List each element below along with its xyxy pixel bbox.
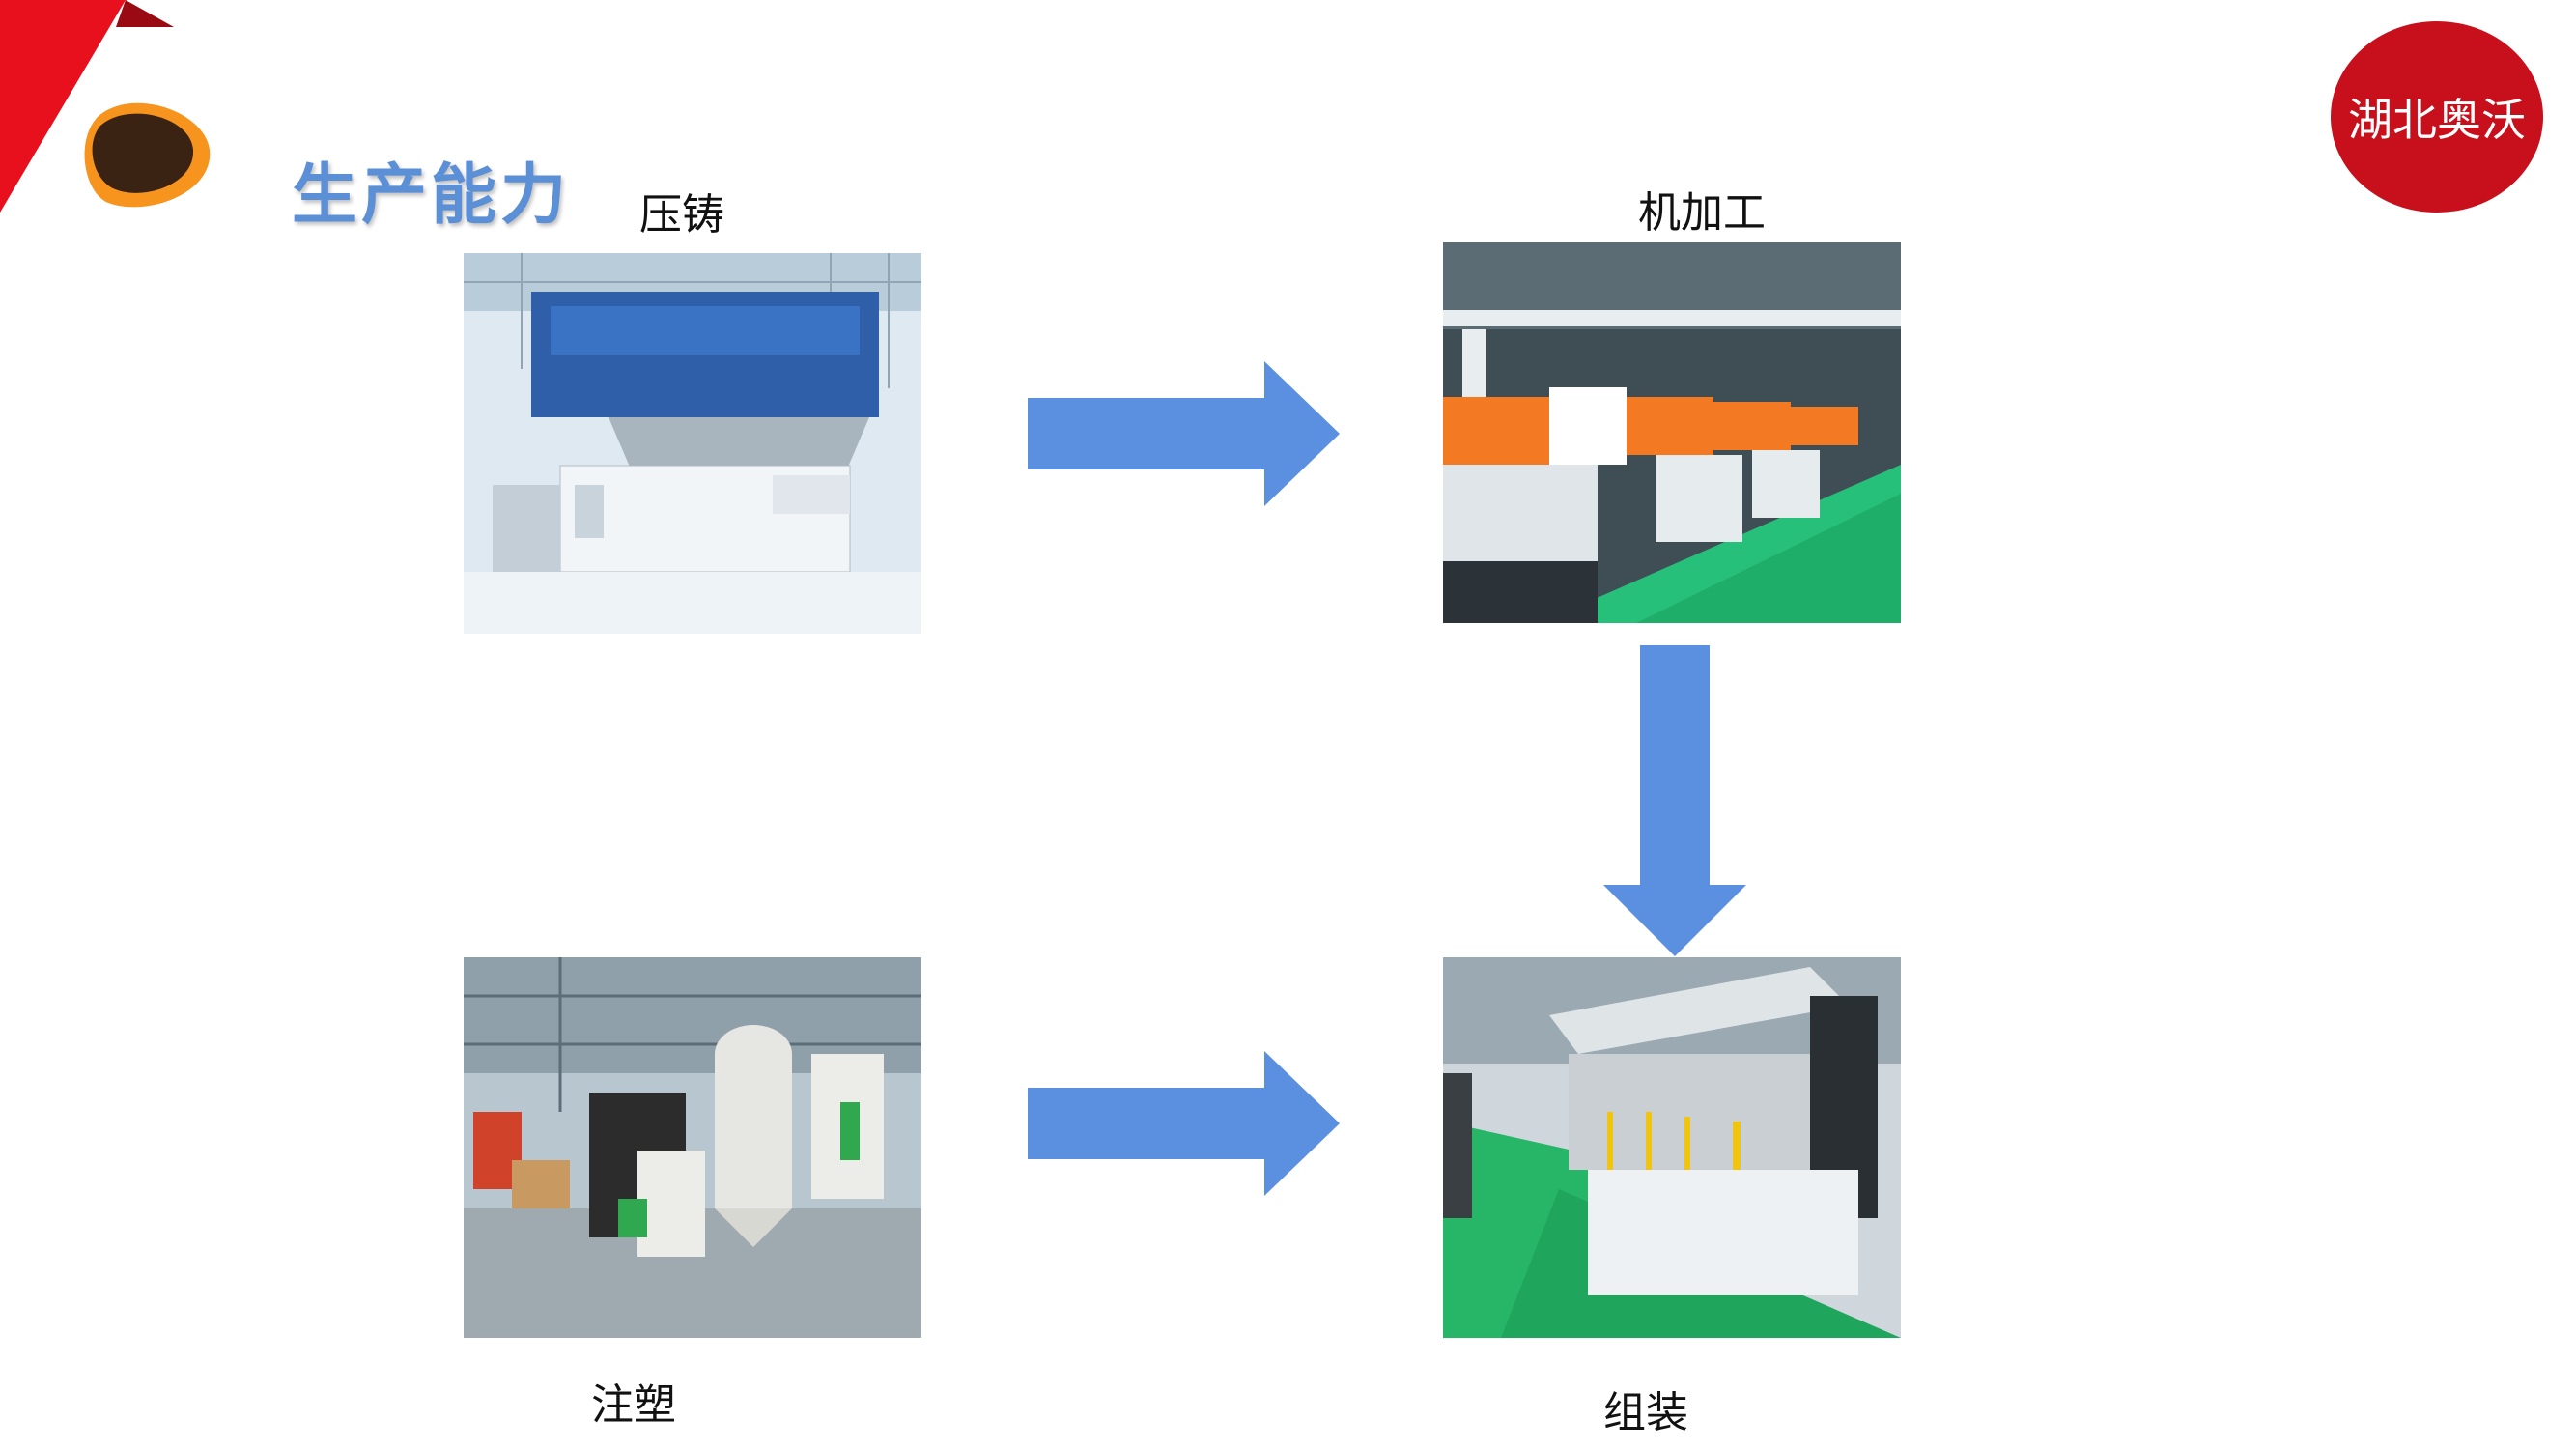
stage-label-machining: 机加工 <box>1638 188 1766 238</box>
page-title: 生产能力 <box>292 157 571 234</box>
machining-photo <box>1443 242 1901 623</box>
injection-molding-photo <box>464 957 921 1338</box>
arrow-machining-to-assembly <box>1603 645 1746 956</box>
stage-label-die-casting: 压铸 <box>639 190 724 240</box>
company-logo <box>79 92 214 217</box>
arrow-right-icon <box>1028 1051 1340 1196</box>
stage-label-assembly: 组装 <box>1603 1388 1688 1437</box>
assembly-photo <box>1443 957 1901 1338</box>
stage-label-injection-molding: 注塑 <box>591 1380 676 1430</box>
arrow-right-icon <box>1028 361 1340 506</box>
arrow-injection-molding-to-assembly <box>1028 1051 1340 1196</box>
corner-triangle-icon <box>0 0 174 213</box>
arrow-die-casting-to-machining <box>1028 361 1340 506</box>
corner-decoration <box>0 0 184 222</box>
company-badge: 湖北奥沃 <box>2331 21 2543 213</box>
company-logo-icon <box>84 102 211 208</box>
die-casting-photo <box>464 253 921 634</box>
arrow-down-icon <box>1603 645 1746 956</box>
